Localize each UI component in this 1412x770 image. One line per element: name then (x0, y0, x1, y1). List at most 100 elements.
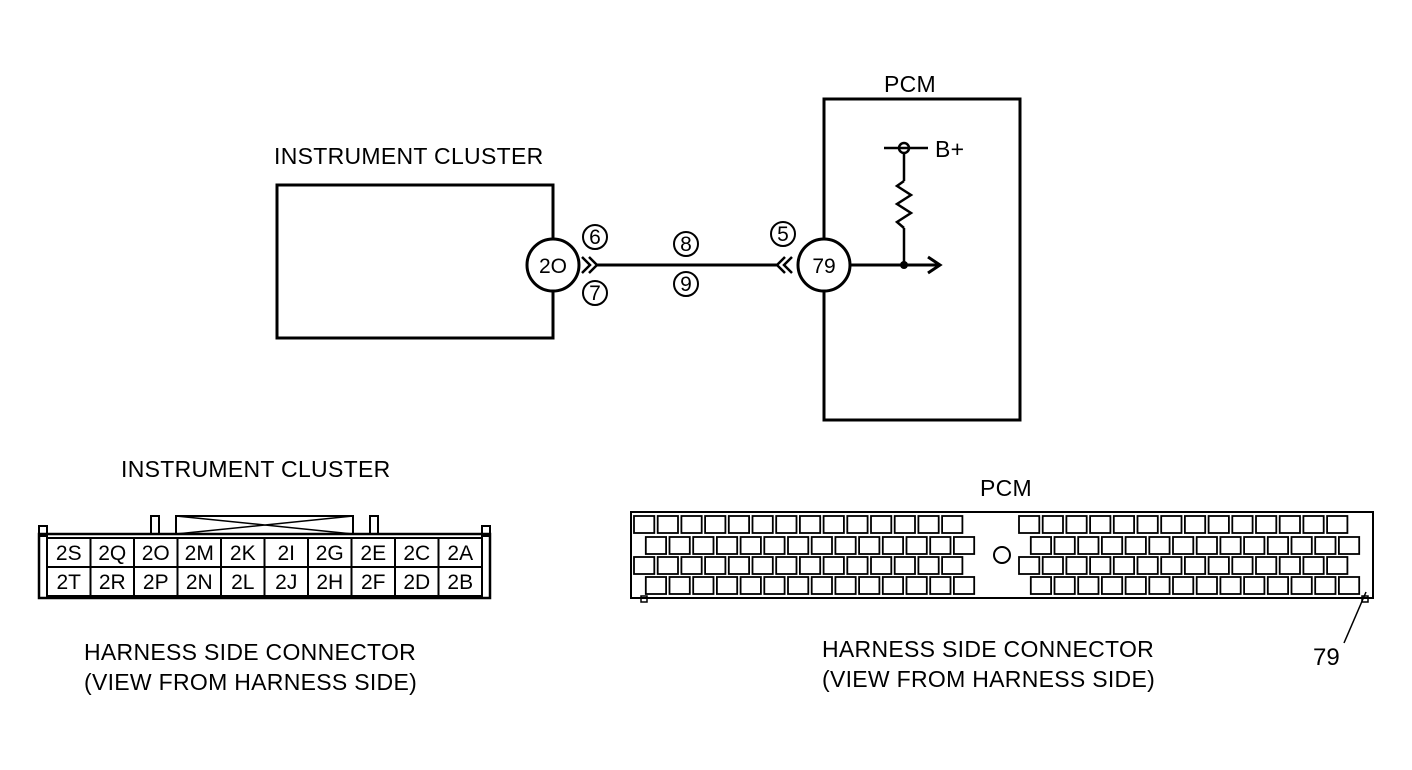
pcm-connector-cavity (870, 556, 893, 575)
pcm-connector-foot-left (640, 595, 648, 603)
power-label: B+ (935, 136, 964, 162)
pcm-connector-cavity (727, 556, 750, 575)
ic-connector-pin-label: 2D (403, 571, 430, 594)
wire-marker-ic-upper-label: 6 (589, 226, 601, 249)
pcm-connector-cavity (727, 515, 750, 534)
pcm-connector-cavity (1231, 515, 1254, 534)
ic-connector-pin-label: 2L (231, 571, 254, 594)
instrument-cluster-title: INSTRUMENT CLUSTER (274, 143, 544, 169)
pcm-connector-cavity (1278, 556, 1301, 575)
pcm-connector-caption-line2: (VIEW FROM HARNESS SIDE) (822, 666, 1155, 692)
ic-connector-pin-label: 2J (275, 571, 297, 594)
pcm-connector-cavity (905, 536, 928, 555)
pcm-connector-cavity (775, 556, 798, 575)
ic-connector-pin-label: 2R (99, 571, 126, 594)
pcm-connector-cavity (1112, 515, 1136, 534)
pcm-connector-cavity (787, 576, 810, 595)
pcm-connector-cavity (1302, 515, 1325, 534)
pcm-connector-cavity (656, 515, 679, 534)
pcm-connector-cavity (858, 576, 881, 595)
ic-connector-chevron-icon (581, 256, 599, 274)
pcm-connector-cavity (1124, 576, 1147, 595)
pcm-connector-cavity (787, 536, 810, 555)
wire-marker-pcm-upper-label: 5 (777, 223, 789, 246)
ic-connector-pin-label: 2K (230, 542, 256, 565)
pcm-connector-cavity (656, 556, 679, 575)
pcm-connector-cavity (1112, 556, 1136, 575)
pcm-connector-cavity (846, 515, 869, 534)
pcm-connector-pins (633, 515, 1361, 595)
pcm-connector-cavity (1053, 536, 1076, 555)
pcm-pin-79-callout: 79 (1313, 644, 1340, 671)
pcm-connector-cavity (846, 556, 869, 575)
pcm-signal-arrow-icon (927, 255, 943, 275)
pcm-connector-cavity (644, 536, 667, 555)
pcm-connector-cavity (763, 536, 786, 555)
pcm-connector-cavity (692, 536, 715, 555)
pcm-connector-cavity (1266, 536, 1290, 555)
ic-connector-pin-label: 2G (316, 542, 344, 565)
pcm-connector-cavity (1219, 576, 1242, 595)
pcm-connector-cavity (881, 536, 904, 555)
pcm-connector-cavity (1148, 576, 1171, 595)
ic-connector-latch-cross-icon (175, 515, 354, 535)
ic-connector-pin-label: 2P (143, 571, 169, 594)
pcm-connector-cavity (810, 536, 833, 555)
pcm-pin-79-leader-line (1343, 591, 1367, 644)
pcm-connector-cavity (1290, 536, 1313, 555)
pcm-connector-cavity (1195, 536, 1218, 555)
wire-marker-mid-upper-label: 8 (680, 233, 692, 256)
pcm-connector-cavity (1231, 556, 1254, 575)
pcm-connector-cavity (1243, 576, 1266, 595)
pcm-connector-cavity (1184, 515, 1207, 534)
wire-marker-pcm-upper: 5 (770, 221, 796, 247)
ic-connector-pin-label: 2H (316, 571, 343, 594)
pcm-connector-cavity (1255, 515, 1278, 534)
pcm-connector-cavity (633, 556, 656, 575)
pcm-connector-cavity (739, 536, 762, 555)
pcm-connector-cavity (1172, 536, 1195, 555)
pcm-box (822, 97, 1022, 422)
ic-connector-ear-left (38, 525, 48, 537)
wire-marker-mid-upper: 8 (673, 231, 699, 257)
pcm-connector-cavity (1160, 556, 1183, 575)
pcm-connector-cavity (834, 536, 857, 555)
pcm-connector-cavity (822, 556, 845, 575)
pcm-connector-cavity (1326, 556, 1349, 575)
pcm-connector-cavity (716, 536, 739, 555)
pcm-connector-cavity (858, 536, 881, 555)
ic-connector-pin-label: 2I (277, 542, 295, 565)
instrument-cluster-box (275, 183, 555, 340)
pcm-connector-cavity (929, 536, 952, 555)
pcm-connector-cavity (1077, 536, 1100, 555)
ic-connector-body (37, 532, 492, 600)
pcm-connector-cavity (1136, 556, 1159, 575)
ic-connector-caption-line2: (VIEW FROM HARNESS SIDE) (84, 669, 417, 695)
pcm-connector-cavity (1207, 556, 1230, 575)
pcm-connector-cavity (1219, 536, 1242, 555)
pcm-connector-cavity (751, 515, 774, 534)
pcm-connector-body (630, 511, 1374, 599)
pcm-connector-cavity (1124, 536, 1147, 555)
pcm-connector-cavity (917, 556, 940, 575)
pcm-connector-title: PCM (980, 475, 1032, 501)
ic-connector-pin-label: 2A (447, 542, 473, 565)
pcm-connector-cavity (751, 556, 774, 575)
pcm-connector-cavity (1290, 576, 1313, 595)
pcm-connector-cavity (1326, 515, 1349, 534)
pcm-connector-cavity (716, 576, 739, 595)
pcm-connector-cavity (799, 515, 822, 534)
pcm-connector-cavity (953, 576, 976, 595)
pcm-connector-cavity (1148, 536, 1171, 555)
pcm-connector-cavity (1338, 536, 1361, 555)
pcm-connector-cavity (1338, 576, 1361, 595)
ic-connector-pin-cell (437, 566, 483, 597)
pcm-connector-cavity (1243, 536, 1266, 555)
pcm-connector-cavity (1136, 515, 1159, 534)
pcm-connector-cavity (941, 515, 964, 534)
ic-connector-tab-left (150, 515, 160, 535)
pcm-connector-cavity (799, 556, 822, 575)
pcm-connector-cavity (1053, 576, 1076, 595)
ic-connector-pin-label: 2O (142, 542, 170, 565)
